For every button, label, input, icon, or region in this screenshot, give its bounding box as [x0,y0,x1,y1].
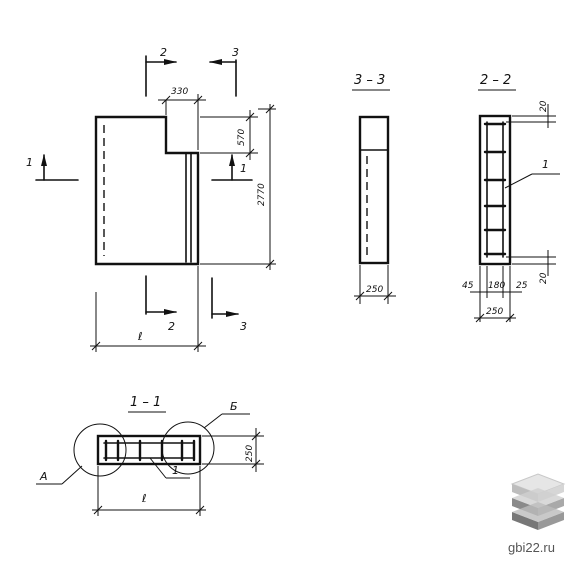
dim-l-label: ℓ [137,330,143,343]
thick-tick-b [251,459,261,469]
thick-tick-t [251,431,261,441]
cut-3-top-label: 3 [232,46,239,59]
watermark-text: gbi22.ru [508,540,555,555]
section-1-1-outline [96,434,202,466]
section-1-1-rebar-label: 1 [172,464,179,477]
chain-mid-label: 180 [488,281,505,291]
width-tick-r [505,313,515,323]
section-2-2-rebar-label: 1 [542,158,549,171]
section-3-3-dim-label: 250 [366,285,383,295]
section-3-3-tick-l [355,291,365,301]
thick-label: 250 [245,445,255,462]
length-tick-l [93,505,103,515]
node-a-leader [61,465,83,485]
section-2-2-title: 2 – 2 [480,73,511,88]
dim-l-tick-l [91,341,101,351]
length-tick-r [195,505,205,515]
length-label: ℓ [141,492,147,505]
dim-2770-label: 2770 [257,183,267,206]
section-1-1-title: 1 – 1 [130,395,161,410]
section-1-1-leader [149,457,167,479]
dim-330-tick-l [161,95,171,105]
watermark: gbi22.ru [508,473,566,555]
dim-2770-tick-b [265,259,275,269]
width-label: 250 [486,307,503,317]
node-b-circle [161,421,215,475]
cover-top-label: 20 [539,100,549,112]
section-3-3-title: 3 – 3 [354,73,385,88]
section-1-1: 1 – 1 А Б 1 250 [36,395,264,516]
slab-outline [94,115,200,266]
node-a-circle [73,423,127,477]
node-a-label: А [39,470,48,483]
dim-330-label: 330 [171,87,188,97]
cover-bot-label: 20 [539,272,549,284]
cut-1-left-label: 1 [26,156,33,169]
dim-330-tick-r [193,95,203,105]
section-2-2-outline [478,114,512,266]
dim-570-tick-b [245,148,255,158]
section-2-2-leader [504,173,533,189]
section-2-2: 2 – 2 1 20 20 45 180 25 [462,73,560,323]
cut-2-top-label: 2 [160,46,167,59]
node-b-leader [203,413,223,429]
section-3-3-outline [358,115,390,265]
width-tick-l [475,313,485,323]
chain-right-label: 25 [516,281,528,291]
dim-570-tick-t [245,112,255,122]
node-b-label: Б [230,400,238,413]
stacked-slabs-logo-icon [510,473,566,530]
dim-l-tick-r [193,341,203,351]
cut-2-bottom-label: 2 [168,320,175,333]
chain-left-label: 45 [462,281,474,291]
dim-2770-tick-t [265,104,275,114]
section-3-3-tick-r [383,291,393,301]
cut-3-bottom-label: 3 [240,320,247,333]
main-view: 1 1 2 3 2 3 330 570 [26,46,276,352]
section-3-3: 3 – 3 250 [352,73,396,304]
cut-1-right-label: 1 [240,162,247,175]
dim-570-label: 570 [237,129,247,146]
